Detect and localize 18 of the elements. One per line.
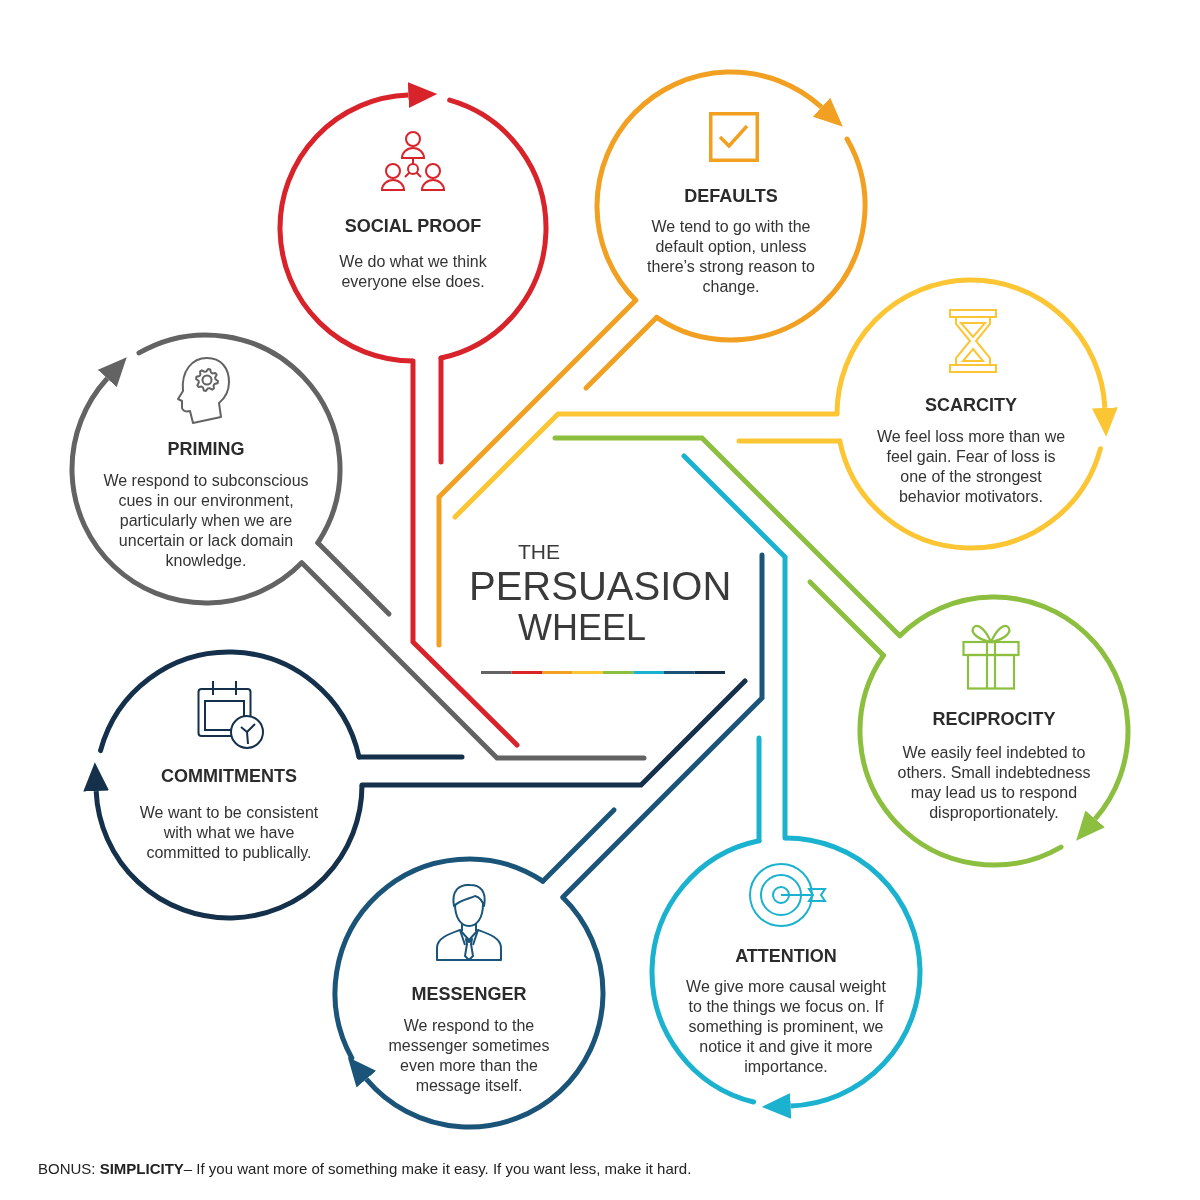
node-description: We tend to go with the default option, unless there’s strong reason to change. (646, 217, 816, 297)
node-description: We feel loss more than we feel gain. Fear of loss is one of the strongest behavior motivators. (875, 427, 1067, 507)
node-description: We easily feel indebted to others. Small indebtedness may lead us to respond disproportionately. (896, 743, 1092, 823)
node-heading: ATTENTION (735, 945, 837, 967)
caption-text: BONUS: SIMPLICITY– If you want more of something make it easy. If you want less, make it hard. (38, 1160, 692, 1178)
node-description: We want to be consistent with what we have committed to publically. (138, 803, 320, 863)
node-heading: SOCIAL PROOF (344, 215, 482, 237)
diagram-title: THE PERSUASION WHEEL (469, 540, 732, 648)
node-description: We do what we think everyone else does. (338, 252, 488, 292)
node-heading: PRIMING (167, 438, 245, 460)
node-description: We give more causal weight to the things we focus on. If something is prominent, we notice it and give it more importance. (685, 977, 887, 1077)
node-heading: MESSENGER (411, 983, 527, 1005)
node-heading: COMMITMENTS (161, 765, 297, 787)
node-heading: DEFAULTS (684, 185, 778, 207)
node-description: We respond to the messenger sometimes even more than the message itself. (387, 1016, 551, 1096)
node-heading: RECIPROCITY (932, 708, 1056, 730)
node-heading: SCARCITY (925, 394, 1017, 416)
node-description: We respond to subconscious cues in our environment, particularly when we are uncertain or lack domain knowledge. (102, 471, 310, 571)
